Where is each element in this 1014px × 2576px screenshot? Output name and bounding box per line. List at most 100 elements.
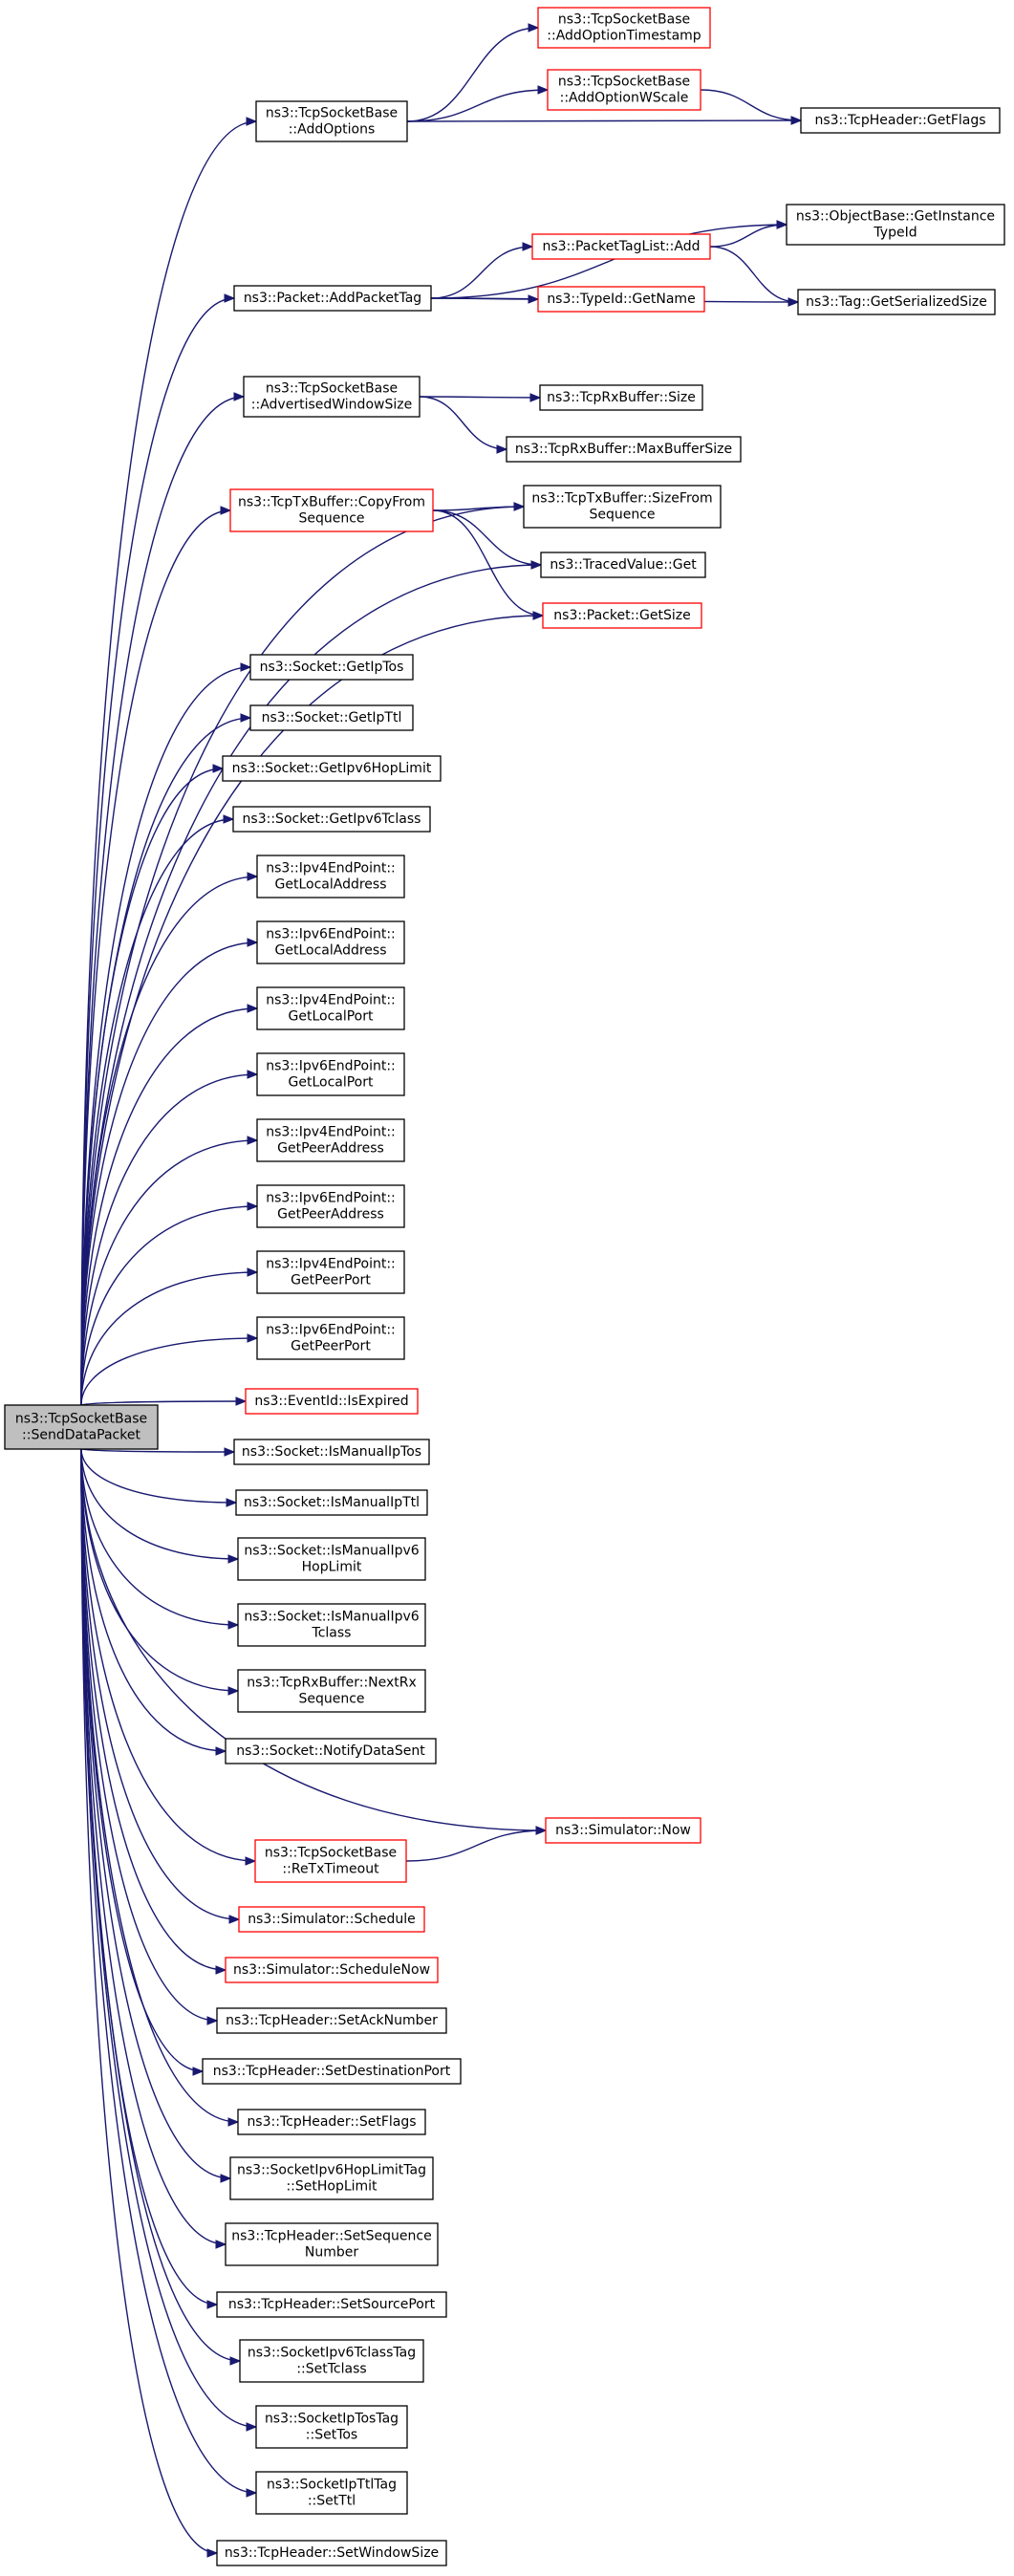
- node-setSrc[interactable]: ns3::TcpHeader::SetSourcePort: [216, 2291, 447, 2318]
- node-rxSize[interactable]: ns3::TcpRxBuffer::Size: [539, 384, 703, 411]
- edge-line: [80, 1007, 258, 1406]
- arrow-head: [247, 1004, 259, 1013]
- node-v6PeerAddr[interactable]: ns3::Ipv6EndPoint::GetPeerAddress: [256, 1184, 405, 1228]
- node-v4PeerPort[interactable]: ns3::Ipv4EndPoint::GetPeerPort: [256, 1250, 405, 1294]
- node-typeIdName[interactable]: ns3::TypeId::GetName: [537, 286, 705, 313]
- node-getTclass[interactable]: ns3::Socket::GetIpv6Tclass: [232, 806, 431, 833]
- node-label: ns3::TcpRxBuffer::MaxBufferSize: [515, 442, 732, 457]
- node-pktSize[interactable]: ns3::Packet::GetSize: [542, 602, 702, 629]
- node-box: [225, 1738, 437, 1764]
- node-schedNow[interactable]: ns3::Simulator::ScheduleNow: [225, 1957, 439, 1983]
- node-setFlags[interactable]: ns3::TcpHeader::SetFlags: [237, 2109, 426, 2135]
- node-addTs[interactable]: ns3::TcpSocketBase::AddOptionTimestamp: [537, 7, 711, 49]
- edge-advWin-rxSize: [419, 393, 542, 402]
- node-box: [255, 2471, 408, 2515]
- node-label: Sequence: [589, 508, 655, 523]
- edge-line: [419, 396, 507, 450]
- node-box: [232, 806, 431, 833]
- edge-addWs-getFlags: [700, 89, 803, 125]
- node-label: ns3::Socket::IsManualIpv6: [244, 1610, 419, 1625]
- node-tagSerSize[interactable]: ns3::Tag::GetSerializedSize: [797, 289, 996, 315]
- node-v6PeerPort[interactable]: ns3::Ipv6EndPoint::GetPeerPort: [256, 1316, 405, 1360]
- node-simNow[interactable]: ns3::Simulator::Now: [545, 1817, 701, 1844]
- node-label: GetLocalAddress: [275, 943, 387, 959]
- node-notify[interactable]: ns3::Socket::NotifyDataSent: [225, 1738, 437, 1764]
- node-setDst[interactable]: ns3::TcpHeader::SetDestinationPort: [202, 2058, 462, 2085]
- node-getFlags[interactable]: ns3::TcpHeader::GetFlags: [800, 107, 1001, 134]
- edge-root-v4PeerAddr: [80, 1136, 259, 1406]
- node-getHopLim[interactable]: ns3::Socket::GetIpv6HopLimit: [222, 755, 442, 782]
- node-box: [233, 1439, 430, 1465]
- node-manTos[interactable]: ns3::Socket::IsManualIpTos: [233, 1439, 430, 1465]
- node-v4LocAddr[interactable]: ns3::Ipv4EndPoint::GetLocalAddress: [256, 855, 405, 898]
- node-rxMax[interactable]: ns3::TcpRxBuffer::MaxBufferSize: [506, 436, 742, 463]
- node-label: ns3::TcpHeader::SetFlags: [247, 2114, 416, 2130]
- node-label: ns3::SocketIpTosTag: [265, 2412, 399, 2427]
- arrow-head: [513, 502, 526, 511]
- arrow-head: [215, 1965, 227, 1975]
- arrow-head: [537, 85, 550, 95]
- node-setTtl[interactable]: ns3::SocketIpTtlTag::SetTtl: [255, 2471, 408, 2515]
- arrow-head: [226, 1498, 238, 1507]
- edge-addOptions-addWs: [406, 85, 550, 122]
- edge-layer: [80, 23, 803, 2558]
- node-isExpired[interactable]: ns3::EventId::IsExpired: [245, 1388, 419, 1415]
- node-label: ns3::SocketIpv6TclassTag: [248, 2346, 416, 2361]
- arrow-head: [227, 2117, 240, 2127]
- node-ptlAdd[interactable]: ns3::PacketTagList::Add: [531, 233, 711, 260]
- node-label: ns3::TcpSocketBase: [266, 381, 398, 397]
- edge-line: [80, 1448, 218, 2554]
- node-box: [233, 285, 432, 312]
- node-label: ns3::Socket::IsManualIpTtl: [244, 1495, 420, 1510]
- node-tracedGet[interactable]: ns3::TracedValue::Get: [540, 552, 706, 578]
- node-advWin[interactable]: ns3::TcpSocketBase::AdvertisedWindowSize: [243, 376, 421, 418]
- node-box: [800, 107, 1001, 134]
- node-v4PeerAddr[interactable]: ns3::Ipv4EndPoint::GetPeerAddress: [256, 1118, 405, 1162]
- node-box: [797, 289, 996, 315]
- node-v6LocAddr[interactable]: ns3::Ipv6EndPoint::GetLocalAddress: [256, 920, 405, 964]
- edge-line: [432, 509, 542, 566]
- node-label: ns3::TcpHeader::SetAckNumber: [226, 2013, 438, 2028]
- node-getIpTos[interactable]: ns3::Socket::GetIpTos: [249, 654, 414, 681]
- node-label: ns3::TcpHeader::SetDestinationPort: [213, 2064, 451, 2079]
- node-manTtl[interactable]: ns3::Socket::IsManualIpTtl: [235, 1489, 428, 1516]
- node-label: ns3::Simulator::ScheduleNow: [233, 1962, 430, 1978]
- arrow-head: [229, 2356, 242, 2366]
- node-addPktTag[interactable]: ns3::Packet::AddPacketTag: [233, 285, 432, 312]
- arrow-head: [247, 872, 259, 881]
- node-schedule[interactable]: ns3::Simulator::Schedule: [238, 1906, 425, 1933]
- edge-line: [80, 1448, 240, 1920]
- node-root[interactable]: ns3::TcpSocketBase::SendDataPacket: [4, 1404, 159, 1450]
- node-box: [255, 2405, 408, 2449]
- arrow-head: [529, 393, 542, 402]
- edge-root-v4PeerPort: [80, 1267, 259, 1406]
- edge-line: [80, 1337, 258, 1406]
- arrow-head: [246, 2422, 258, 2432]
- node-box: [237, 2109, 426, 2135]
- node-box: [249, 704, 414, 731]
- edge-root-isExpired: [80, 1396, 248, 1406]
- node-reTx[interactable]: ns3::TcpSocketBase::ReTxTimeout: [254, 1839, 407, 1883]
- arrow-head: [246, 2488, 258, 2498]
- node-setWin[interactable]: ns3::TcpHeader::SetWindowSize: [216, 2540, 447, 2566]
- edge-line: [80, 1271, 258, 1406]
- node-addWs[interactable]: ns3::TcpSocketBase::AddOptionWScale: [547, 69, 701, 111]
- node-setTclass[interactable]: ns3::SocketIpv6TclassTag::SetTclass: [239, 2339, 424, 2383]
- node-v4LocPort[interactable]: ns3::Ipv4EndPoint::GetLocalPort: [256, 986, 405, 1030]
- edge-line: [80, 1205, 258, 1406]
- node-label: GetLocalAddress: [275, 877, 387, 893]
- node-setHopLim[interactable]: ns3::SocketIpv6HopLimitTag::SetHopLimit: [229, 2156, 434, 2200]
- node-setTos[interactable]: ns3::SocketIpTosTag::SetTos: [255, 2405, 408, 2449]
- node-setAck[interactable]: ns3::TcpHeader::SetAckNumber: [216, 2007, 447, 2034]
- node-getIpTtl[interactable]: ns3::Socket::GetIpTtl: [249, 704, 414, 731]
- node-addOptions[interactable]: ns3::TcpSocketBase::AddOptions: [255, 100, 408, 142]
- node-v6LocPort[interactable]: ns3::Ipv6EndPoint::GetLocalPort: [256, 1052, 405, 1096]
- edge-line: [406, 119, 802, 122]
